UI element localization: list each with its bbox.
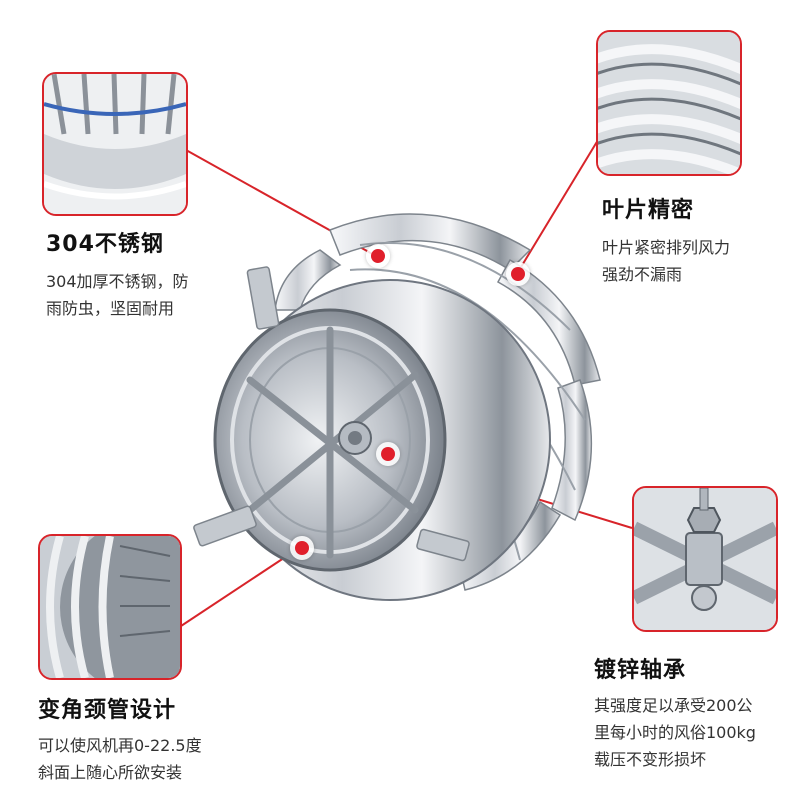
feature-steel-title: 304不锈钢 (46, 232, 164, 257)
feature-blades-desc-line1: 叶片紧密排列风力 (602, 238, 731, 257)
marker-dot-blades (506, 262, 530, 286)
inset-neck-closeup (38, 534, 182, 680)
marker-dot-steel (366, 244, 390, 268)
feature-bearing-desc-line3: 载压不变形损坏 (594, 750, 707, 769)
feature-bearing-desc-line1: 其强度足以承受200公 (594, 696, 753, 715)
feature-steel-desc-line1: 304加厚不锈钢，防 (46, 272, 189, 291)
marker-dot-neck (290, 536, 314, 560)
feature-bearing-desc-line2: 里每小时的风俗100kg (594, 723, 756, 742)
feature-neck-desc-line1: 可以使风机再0-22.5度 (38, 736, 202, 755)
inset-bearing-closeup (632, 486, 778, 632)
turbine-ventilator-image (193, 213, 601, 601)
feature-blades: 叶片精密 叶片紧密排列风力 强劲不漏雨 (602, 192, 730, 288)
feature-steel-desc-line2: 雨防虫，坚固耐用 (46, 299, 175, 318)
inset-blades-closeup (596, 30, 742, 176)
marker-dot-bearing (376, 442, 400, 466)
inset-steel-closeup (42, 72, 188, 216)
feature-bearing-title: 镀锌轴承 (594, 658, 687, 683)
feature-neck: 变角颈管设计 可以使风机再0-22.5度 斜面上随心所欲安装 (38, 692, 202, 786)
feature-neck-title: 变角颈管设计 (38, 698, 177, 723)
feature-neck-desc-line2: 斜面上随心所欲安装 (38, 763, 183, 782)
feature-bearing: 镀锌轴承 其强度足以承受200公 里每小时的风俗100kg 载压不变形损坏 (594, 652, 756, 773)
feature-steel: 304不锈钢 304加厚不锈钢，防 雨防虫，坚固耐用 (46, 226, 189, 322)
feature-blades-desc-line2: 强劲不漏雨 (602, 265, 683, 284)
feature-blades-title: 叶片精密 (602, 198, 695, 223)
